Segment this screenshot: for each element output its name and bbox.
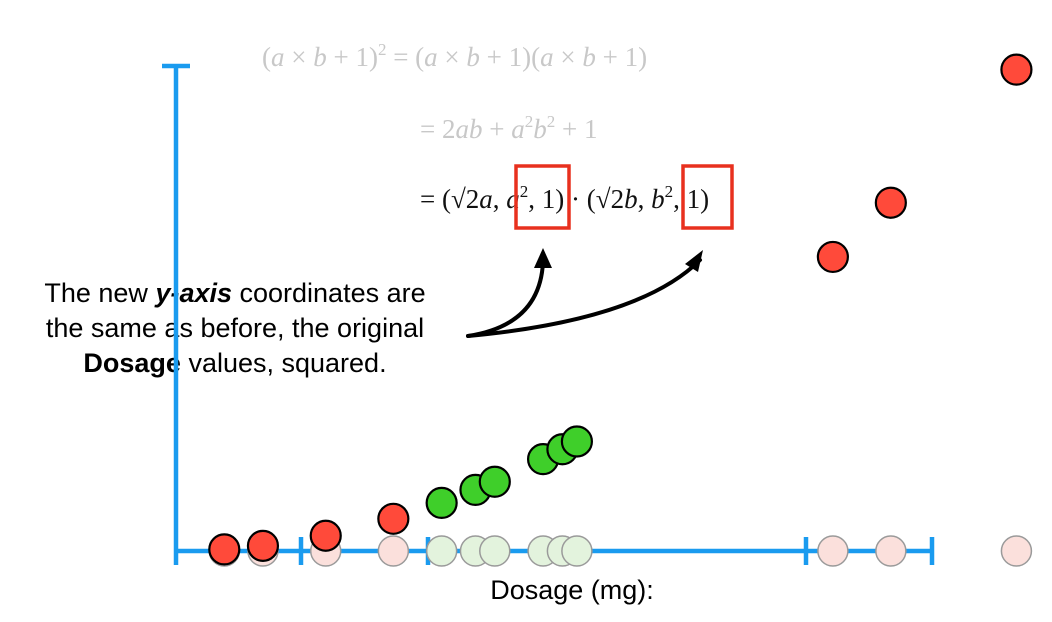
annotation-line-3: Dosage values, squared. [83, 348, 386, 378]
arrowhead-b-squared [685, 250, 703, 272]
not_cured-original-point-4 [377, 535, 410, 567]
cured-point-1 [425, 486, 458, 520]
not_cured-point-2 [246, 529, 280, 562]
not_cured-original-point-7 [1000, 535, 1033, 567]
arrowhead-a-squared [534, 248, 552, 268]
not_cured-point-1 [208, 533, 241, 566]
equation-line-3: = (√2a, a2, 1) · (√2b, b2, 1) [420, 182, 709, 214]
annotation-line-1: The new y-axis coordinates are [44, 278, 425, 308]
cured-original-point-1 [425, 535, 458, 567]
not_cured-point-4 [377, 502, 410, 535]
annotation-arrows [466, 258, 702, 338]
cured-original-point-3 [479, 535, 511, 567]
arrow-to-b-squared [466, 258, 702, 338]
x-axis-label: Dosage (mg): [490, 575, 654, 605]
not_cured-point-5 [816, 240, 849, 274]
cured-original-point-6 [561, 535, 593, 567]
equation-line-1: (a × b + 1)2 = (a × b + 1)(a × b + 1) [262, 40, 647, 72]
equation-line-2: = 2ab + a2b2 + 1 [420, 112, 597, 144]
not_cured-original-point-6 [875, 535, 907, 567]
highlight-box-b-squared [681, 164, 734, 230]
not_cured-point-6 [874, 186, 907, 219]
not_cured-point-7 [1000, 53, 1033, 86]
data-points [208, 53, 1033, 567]
not_cured-original-point-5 [817, 535, 849, 567]
arrow-to-a-squared [466, 260, 545, 338]
cured-point-3 [478, 465, 511, 498]
highlight-box-a-squared [514, 164, 571, 230]
equation-block: (a × b + 1)2 = (a × b + 1)(a × b + 1) = … [262, 40, 734, 230]
annotation-line-2: the same as before, the original [46, 313, 424, 343]
not_cured-point-3 [309, 519, 342, 552]
cured-point-6 [560, 425, 593, 458]
